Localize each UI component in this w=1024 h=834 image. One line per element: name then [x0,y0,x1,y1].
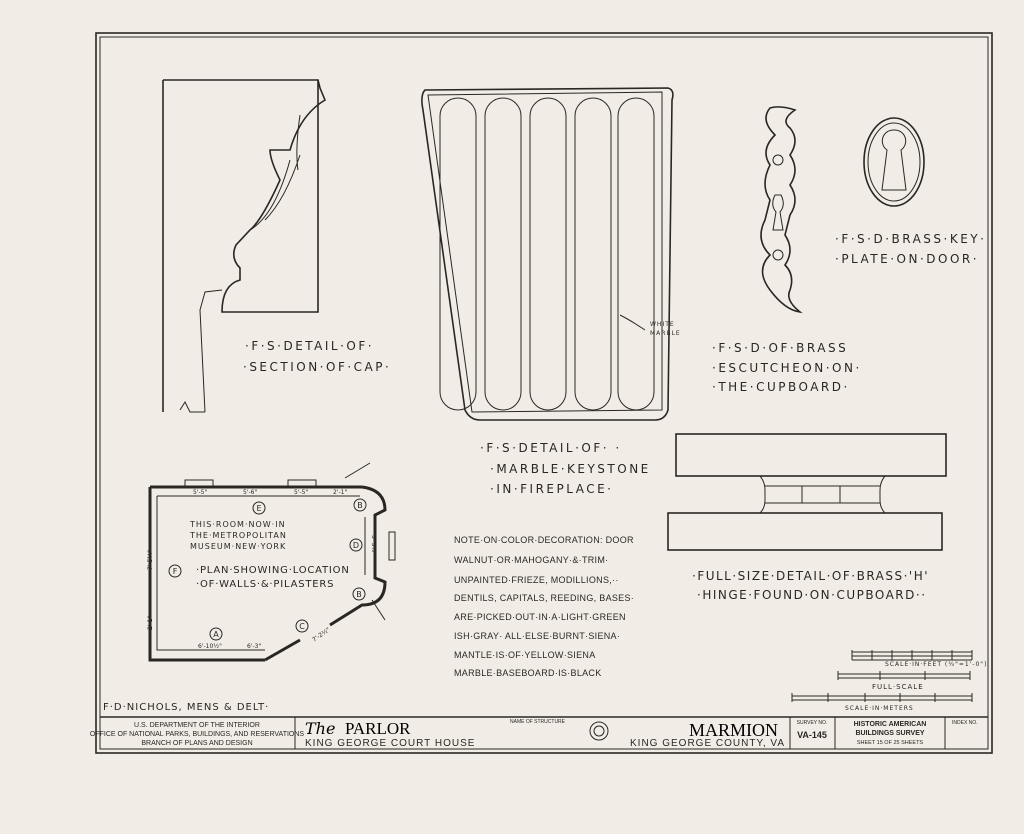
plan-dim: 2'-1" [333,489,347,496]
plan-dim: 7'-5¼" [147,550,154,570]
plan-note-line1: THIS·ROOM·NOW·IN [189,520,286,529]
keystone-label-line3: ·IN·FIREPLACE· [490,482,613,496]
index-no-label: INDEX NO. [952,720,978,726]
cap-label-line2: ·SECTION·OF·CAP· [243,360,391,374]
seal-icon [589,721,609,741]
scale-meters-label: SCALE·IN·METERS [845,705,914,712]
key-plate-label-line1: ·F·S·D·BRASS·KEY· [835,232,986,246]
wall-label-c: C [299,622,305,631]
plan-dim: 6'-10½" [198,643,222,650]
habs-line2: BUILDINGS SURVEY [855,730,924,737]
keystone-drawing [421,87,674,421]
wall-label-f: F [173,567,178,576]
hinge-label-line2: ·HINGE·FOUND·ON·CUPBOARD·· [697,588,927,602]
hinge-drawing [667,433,947,551]
structure-location: KING GEORGE COUNTY, VA [630,738,785,749]
habs-line1: HISTORIC AMERICAN [854,721,927,728]
plan-dim: 3'-3½" [370,535,377,555]
escutcheon-label-line2: ·ESCUTCHEON·ON· [712,361,862,375]
color-note-line: DENTILS, CAPITALS, REEDING, BASES· [454,593,634,603]
keystone-label-line2: ·MARBLE·KEYSTONE [490,462,651,476]
plan-dim: 5'-6" [243,489,257,496]
color-note-line: MARBLE·BASEBOARD·IS·BLACK [454,668,602,678]
color-note: NOTE·ON·COLOR·DECORATION: DOOR WALNUT·OR… [454,535,634,678]
cap-section-drawing [162,79,327,413]
plan-dim: 5'-5" [294,489,308,496]
plan-dim: 7'-2½" [311,626,332,643]
color-note-line: UNPAINTED·FRIEZE, MODILLIONS,·· [454,575,619,585]
name-of-structure-label: NAME OF STRUCTURE [510,719,566,725]
dept-line3: BRANCH OF PLANS AND DESIGN [141,740,252,747]
wall-label-b: B [356,590,362,599]
key-plate-label-line2: ·PLATE·ON·DOOR· [835,252,979,266]
sheet-subtitle: KING GEORGE COURT HOUSE [305,738,475,749]
color-note-line: ISH·GRAY· ALL·ELSE·BURNT·SIENA· [454,631,620,641]
color-note-line: WALNUT·OR·MAHOGANY·&·TRIM· [454,555,608,565]
key-plate-drawing [863,117,925,207]
scale-full-label: FULL·SCALE [872,683,924,691]
plan-dim: 6'-3" [247,643,261,650]
keystone-note-line2: MARBLE [650,330,681,337]
wall-label-b: B [357,501,363,510]
sheet-info: SHEET 15 OF 25 SHEETS [857,740,924,746]
plan-title-line2: ·OF·WALLS·&·PILASTERS [196,579,334,590]
wall-label-e: E [256,504,261,513]
keystone-note-line1: WHITE [650,321,675,328]
scale-feet-label: SCALE·IN·FEET (¾"=1'-0") [885,661,987,668]
plan-dim: 5'-5" [193,489,207,496]
sheet-title: PARLOR [345,719,411,738]
color-note-line: ARE·PICKED·OUT·IN·A·LIGHT·GREEN [454,612,626,622]
inner-border [99,36,989,750]
plan-note-line2: THE·METROPOLITAN [189,531,287,540]
color-note-line: MANTLE·IS·OF·YELLOW·SIENA [454,650,596,660]
room-plan-drawing: 5'-5" 5'-6" 5'-5" 2'-1" 6'-10½" 6'-3" 7'… [147,462,396,662]
escutcheon-drawing [760,106,803,314]
cap-label-line1: ·F·S·DETAIL·OF· [245,339,374,353]
plan-note-line3: MUSEUM·NEW·YORK [190,542,286,551]
dept-line2: OFFICE OF NATIONAL PARKS, BUILDINGS, AND… [90,731,305,738]
title-the: The [305,719,335,738]
survey-no: VA-145 [797,730,827,740]
color-note-line: NOTE·ON·COLOR·DECORATION: DOOR [454,535,634,545]
dept-line1: U.S. DEPARTMENT OF THE INTERIOR [134,722,260,729]
delineator: F·D·NICHOLS, MENS & DELT· [103,702,269,713]
escutcheon-label-line1: ·F·S·D·OF·BRASS [712,341,848,355]
keystone-label-line1: ·F·S·DETAIL·OF· · [480,441,622,455]
survey-no-label: SURVEY NO. [797,720,828,726]
title-block: U.S. DEPARTMENT OF THE INTERIOR OFFICE O… [90,716,988,749]
wall-label-d: D [353,541,359,550]
structure-name: MARMION [689,720,778,740]
plan-title-line1: ·PLAN·SHOWING·LOCATION [196,565,350,576]
plan-dim: 2'-1" [147,616,154,630]
outer-border [95,32,993,754]
wall-label-a: A [213,630,219,639]
scale-bars [791,650,973,702]
escutcheon-label-line3: ·THE·CUPBOARD· [712,380,850,394]
hinge-label-line1: ·FULL·SIZE·DETAIL·OF·BRASS·'H' [692,569,929,583]
